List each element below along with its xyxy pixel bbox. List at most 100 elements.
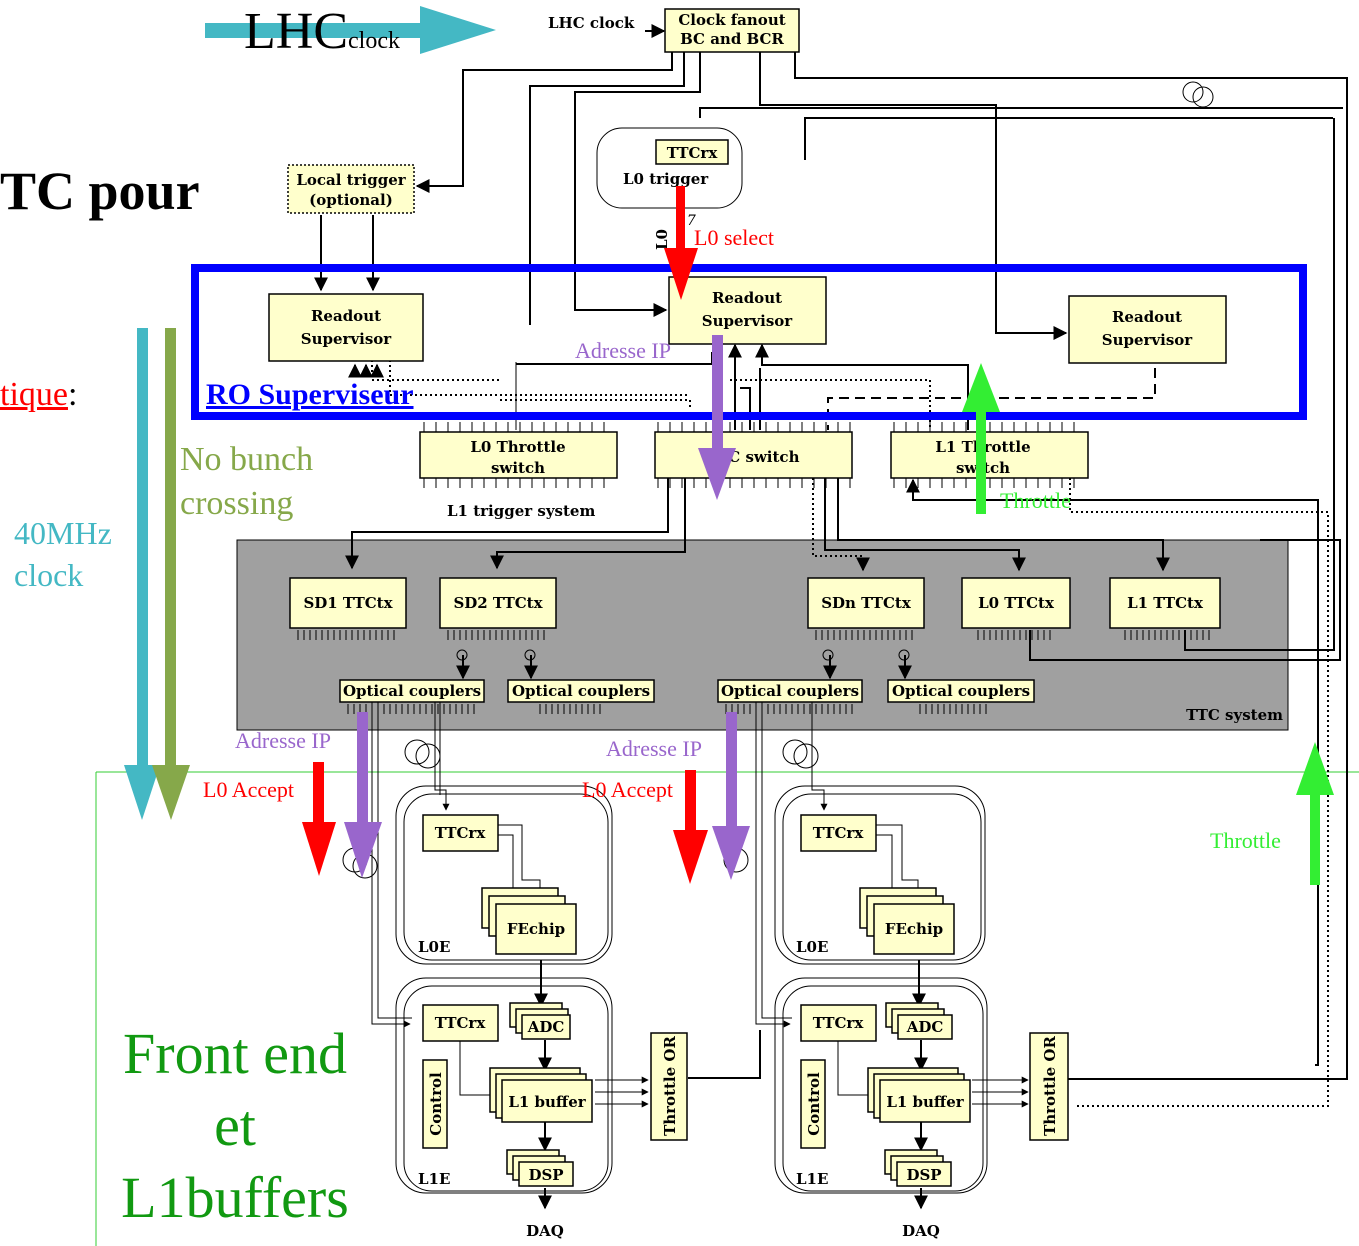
l0-trigger-label: L0 trigger <box>623 170 709 188</box>
sdn-ttctx-pins <box>815 630 913 640</box>
readout-supervisor-center: Readout Supervisor <box>668 276 827 345</box>
l0-ttctx-pins <box>977 630 1051 640</box>
sd2-ttctx: SD2 TTCtx <box>439 577 557 629</box>
svg-text:Optical couplers: Optical couplers <box>343 682 481 700</box>
fe-right-daq: DAQ <box>902 1222 940 1240</box>
svg-text:TTCrx: TTCrx <box>435 824 487 842</box>
svg-text:TTCrx: TTCrx <box>435 1014 487 1032</box>
tique-fragment: tique: <box>0 376 78 413</box>
readout-supervisor-left: Readout Supervisor <box>268 293 424 362</box>
svg-text:Throttle OR: Throttle OR <box>1041 1036 1059 1136</box>
optical-couplers-2-pins <box>539 704 601 714</box>
svg-text:SDn TTCtx: SDn TTCtx <box>821 594 912 612</box>
svg-text:FEchip: FEchip <box>507 920 565 938</box>
ro-superviseur-label: RO Superviseur <box>206 378 414 411</box>
adresse-ip-label-top: Adresse IP <box>575 338 671 363</box>
fe-left-ttcrx-top: TTCrx <box>422 814 499 852</box>
svg-text:FEchip: FEchip <box>885 920 943 938</box>
fe-left-fechip: FEchip <box>481 887 577 955</box>
l0-trigger-ttcrx-box: TTCrx <box>655 139 729 165</box>
adresse-ip-arrow-left <box>344 712 382 878</box>
wires <box>314 24 1348 1210</box>
svg-text:Supervisor: Supervisor <box>1102 331 1194 349</box>
ttc-switch-pins <box>657 478 851 488</box>
fe-right-fechip: FEchip <box>859 887 955 955</box>
fe-right-dsp: DSP <box>884 1149 952 1187</box>
front-end-frames <box>395 127 988 1194</box>
l0-accept-arrow-left <box>302 762 336 876</box>
l0-throttle-switch-pins <box>423 478 605 488</box>
svg-text:Readout: Readout <box>1112 308 1182 326</box>
l0-accept-label-left: L0 Accept <box>203 777 294 802</box>
fe-left-l1e: L1E <box>418 1170 450 1188</box>
svg-text:Control: Control <box>427 1072 445 1136</box>
local-trigger-box: Local trigger (optional) <box>287 164 415 214</box>
fe-right-ttcrx-top: TTCrx <box>800 814 877 852</box>
svg-text:BC and BCR: BC and BCR <box>680 30 784 48</box>
adresse-ip-arrow-top <box>698 335 736 500</box>
clock-40mhz-arrow <box>124 328 160 820</box>
l0-accept-label-right: L0 Accept <box>582 777 673 802</box>
svg-text:DSP: DSP <box>906 1166 941 1184</box>
ro-superviseur-frame <box>191 264 1307 420</box>
l1-throttle-switch-pins <box>893 478 1075 488</box>
optical-couplers-1: Optical couplers <box>339 679 485 703</box>
l0-bus-label: L0 <box>653 229 671 250</box>
svg-text:L0 TTCtx: L0 TTCtx <box>978 594 1055 612</box>
adresse-ip-label-right: Adresse IP <box>606 736 702 761</box>
svg-text:TTCrx: TTCrx <box>813 1014 865 1032</box>
svg-text:L1 buffer: L1 buffer <box>508 1093 586 1111</box>
no-bunch-crossing-arrow <box>152 328 190 820</box>
l0-ttctx: L0 TTCtx <box>961 577 1071 629</box>
throttle-label-top: Throttle <box>1000 488 1071 513</box>
throttle-arrow-right <box>1296 742 1334 885</box>
throttle-arrow-top <box>962 363 1000 514</box>
l1-ttctx: L1 TTCtx <box>1109 577 1221 629</box>
ttc-system-label: TTC system <box>1186 706 1283 724</box>
fe-right-l1-buffer: L1 buffer <box>867 1067 971 1123</box>
l0-select-label: L0 select <box>694 225 774 250</box>
fe-left-throttle-or: Throttle OR <box>650 1032 688 1141</box>
svg-text:Optical couplers: Optical couplers <box>721 682 859 700</box>
svg-text:DSP: DSP <box>528 1166 563 1184</box>
svg-text:ADC: ADC <box>906 1018 944 1036</box>
sd2-ttctx-pins <box>447 630 545 640</box>
slide-title-fragment: TC pour <box>0 161 200 221</box>
l0-trigger-frame <box>596 127 743 209</box>
svg-text:Optical couplers: Optical couplers <box>892 682 1030 700</box>
l1-throttle-switch: L1 Throttle switch <box>890 431 1089 479</box>
optical-couplers-2: Optical couplers <box>507 679 655 703</box>
fe-right-adc: ADC <box>885 1002 953 1040</box>
optical-couplers-4: Optical couplers <box>887 679 1035 703</box>
optical-couplers-3: Optical couplers <box>717 679 863 703</box>
lhc-clock-title: LHCclock <box>244 3 400 60</box>
svg-text:L1 buffer: L1 buffer <box>886 1093 964 1111</box>
fe-right-l1e: L1E <box>796 1170 828 1188</box>
svg-text:Optical couplers: Optical couplers <box>512 682 650 700</box>
fe-right-throttle-or: Throttle OR <box>1029 1032 1069 1141</box>
svg-text:Readout: Readout <box>712 289 782 307</box>
svg-text:(optional): (optional) <box>309 191 393 209</box>
fe-right-ttcrx-bottom: TTCrx <box>800 1004 877 1042</box>
adresse-ip-arrow-right <box>712 712 750 880</box>
svg-text:Supervisor: Supervisor <box>301 330 393 348</box>
svg-text:SD1 TTCtx: SD1 TTCtx <box>303 594 393 612</box>
readout-supervisor-right: Readout Supervisor <box>1068 295 1227 364</box>
svg-text:Local trigger: Local trigger <box>296 171 406 189</box>
throttle-label-right: Throttle <box>1210 828 1281 853</box>
fe-left-control: Control <box>422 1059 448 1149</box>
optical-couplers-3-pins <box>725 704 853 714</box>
lhc-clock-arrow <box>205 6 496 54</box>
l0-select-arrow <box>664 186 698 300</box>
svg-text:Control: Control <box>805 1072 823 1136</box>
svg-text:Throttle OR: Throttle OR <box>661 1036 679 1136</box>
svg-text:SD2 TTCtx: SD2 TTCtx <box>453 594 543 612</box>
svg-text:ADC: ADC <box>527 1018 565 1036</box>
readout-supervisor-left-arrows <box>348 363 384 378</box>
sd1-ttctx: SD1 TTCtx <box>289 577 407 629</box>
svg-text:Supervisor: Supervisor <box>702 312 794 330</box>
